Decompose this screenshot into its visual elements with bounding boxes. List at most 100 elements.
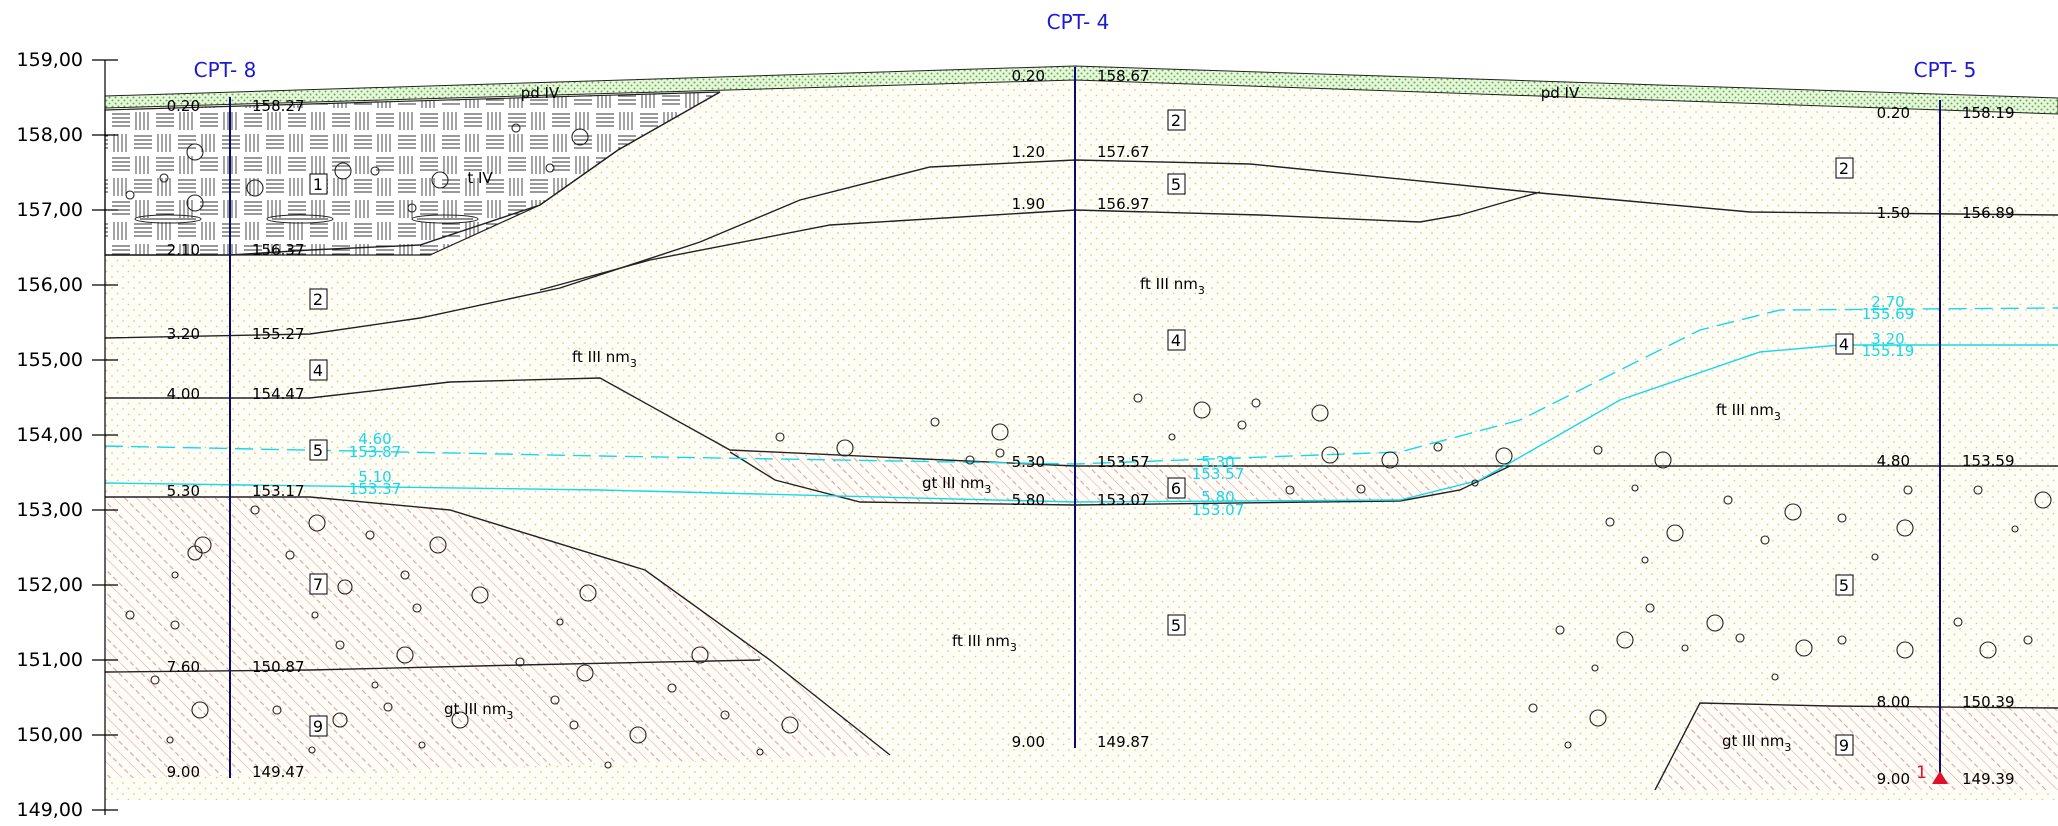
- depth-label: 5.30: [167, 482, 200, 500]
- axis-tick-label: 159,00: [17, 49, 83, 71]
- ft-label-sub: 3: [630, 357, 637, 370]
- depth-label: 5.80: [1012, 491, 1045, 509]
- gt-label-text: gt III nm: [922, 474, 984, 492]
- depth-label: 0.20: [167, 97, 200, 115]
- elevation-label: 154.47: [252, 385, 305, 403]
- depth-label: 1.50: [1877, 204, 1910, 222]
- water-elevation-label: 153.07: [1192, 501, 1245, 519]
- axis-tick-label: 155,00: [17, 349, 83, 371]
- depth-label: 0.20: [1012, 67, 1045, 85]
- ft-label: ft III nm3: [572, 348, 637, 370]
- gt-label: gt III nm3: [922, 474, 991, 496]
- axis-tick-label: 150,00: [17, 724, 83, 746]
- gt-label: gt III nm3: [444, 700, 513, 722]
- ft-label: ft III nm3: [1716, 401, 1781, 423]
- elevation-label: 149.87: [1097, 733, 1150, 751]
- water-depth-label: 5.80: [1201, 488, 1234, 506]
- elevation-label: 156.97: [1097, 195, 1150, 213]
- ft-label-text: ft III nm: [1140, 275, 1198, 293]
- triangle-marker-icon: [1932, 771, 1948, 784]
- elevation-label: 153.57: [1097, 453, 1150, 471]
- cpt-4-depth-labels: 0.20 158.67 1.20 157.67 1.90 156.97 5.30…: [1012, 67, 1245, 751]
- ft-label-sub: 3: [1198, 284, 1205, 297]
- layer-number: 5: [1171, 616, 1181, 635]
- ft-label-sub: 3: [1010, 641, 1017, 654]
- cpt-5-depth-labels: 0.20 158.19 1.50 156.89 4.80 153.59 8.00…: [1862, 104, 2015, 788]
- layer-number: 5: [1839, 576, 1849, 595]
- geology-labels: pd IV pd IV t IV ft III nm3 ft III nm3 f…: [444, 84, 1791, 754]
- elevation-label: 158.19: [1962, 104, 2015, 122]
- depth-label: 4.80: [1877, 452, 1910, 470]
- layer-7-fill: [105, 497, 890, 778]
- water-elevation-label: 153.57: [1192, 465, 1245, 483]
- depth-label: 9.00: [1877, 770, 1910, 788]
- ft-label-text: ft III nm: [572, 348, 630, 366]
- water-elevation-label: 153.87: [349, 443, 402, 461]
- layer-number: 5: [1171, 175, 1181, 194]
- water-elevation-label: 155.69: [1862, 305, 1915, 323]
- gt-label: gt III nm3: [1722, 732, 1791, 754]
- gt-label-sub: 3: [506, 709, 513, 722]
- axis-tick-label: 158,00: [17, 124, 83, 146]
- depth-label: 1.90: [1012, 195, 1045, 213]
- elevation-label: 155.27: [252, 325, 305, 343]
- cpt-4-title: CPT- 4: [1047, 10, 1110, 34]
- ft-label: ft III nm3: [1140, 275, 1205, 297]
- water-depth-label: 5.30: [1201, 453, 1234, 471]
- ft-label: ft III nm3: [952, 632, 1017, 654]
- elevation-label: 149.47: [252, 763, 305, 781]
- layer-number: 4: [1171, 331, 1181, 350]
- layer-number-boxes: [309, 109, 1854, 756]
- depth-label: 9.00: [167, 763, 200, 781]
- ft-label-sub: 3: [1774, 410, 1781, 423]
- pd-label: pd IV: [521, 84, 560, 102]
- depth-label: 3.20: [167, 325, 200, 343]
- lens-symbols: [134, 214, 479, 224]
- boulder-symbols: [125, 123, 2052, 769]
- elevation-label: 158.27: [252, 97, 305, 115]
- water-depth-label: 2.70: [1871, 293, 1904, 311]
- axis-tick-label: 156,00: [17, 274, 83, 296]
- gt-label-sub: 3: [1784, 741, 1791, 754]
- layer-number: 5: [313, 441, 323, 460]
- layer-number: 6: [1171, 479, 1181, 498]
- layer-number: 2: [313, 290, 323, 309]
- elevation-label: 158.67: [1097, 67, 1150, 85]
- layer-number: 2: [1839, 159, 1849, 178]
- layer-number: 9: [313, 717, 323, 736]
- elevation-tick-labels: 159,00 158,00 157,00 156,00 155,00 154,0…: [17, 49, 83, 821]
- depth-label: 7.60: [167, 658, 200, 676]
- water-depth-label: 4.60: [358, 430, 391, 448]
- elevation-label: 153.59: [1962, 452, 2015, 470]
- depth-label: 0.20: [1877, 104, 1910, 122]
- elevation-label: 150.87: [252, 658, 305, 676]
- elevation-label: 156.89: [1962, 204, 2015, 222]
- axis-tick-label: 149,00: [17, 799, 83, 821]
- depth-label: 5.30: [1012, 453, 1045, 471]
- cpt-5-title: CPT- 5: [1914, 58, 1977, 82]
- ft-label-text: ft III nm: [1716, 401, 1774, 419]
- ft-label-text: ft III nm: [952, 632, 1010, 650]
- layer-number: 9: [1839, 736, 1849, 755]
- groundwater-lines: [104, 307, 2058, 503]
- elevation-label: 157.67: [1097, 143, 1150, 161]
- layer-number: 1: [313, 175, 323, 194]
- axis-tick-label: 154,00: [17, 424, 83, 446]
- water-depth-label: 5.10: [358, 468, 391, 486]
- layer-9-fill-right: [1655, 703, 2058, 790]
- depth-label: 2.10: [167, 241, 200, 259]
- water-elevation-label: 153.37: [349, 480, 402, 498]
- elevation-label: 150.39: [1962, 693, 2015, 711]
- water-depth-label: 3.20: [1871, 330, 1904, 348]
- gt-label-text: gt III nm: [1722, 732, 1784, 750]
- layer-number-labels: 1 2 4 5 7 9 2 5 4 6 5 2 4 5 9: [313, 111, 1849, 755]
- t-label: t IV: [467, 169, 493, 187]
- elevation-axis-ticks: [92, 59, 118, 811]
- axis-tick-label: 152,00: [17, 574, 83, 596]
- marker-label: 1: [1916, 763, 1927, 783]
- depth-label: 4.00: [167, 385, 200, 403]
- gt-label-sub: 3: [984, 483, 991, 496]
- layer-number: 4: [313, 361, 323, 380]
- axis-tick-label: 151,00: [17, 649, 83, 671]
